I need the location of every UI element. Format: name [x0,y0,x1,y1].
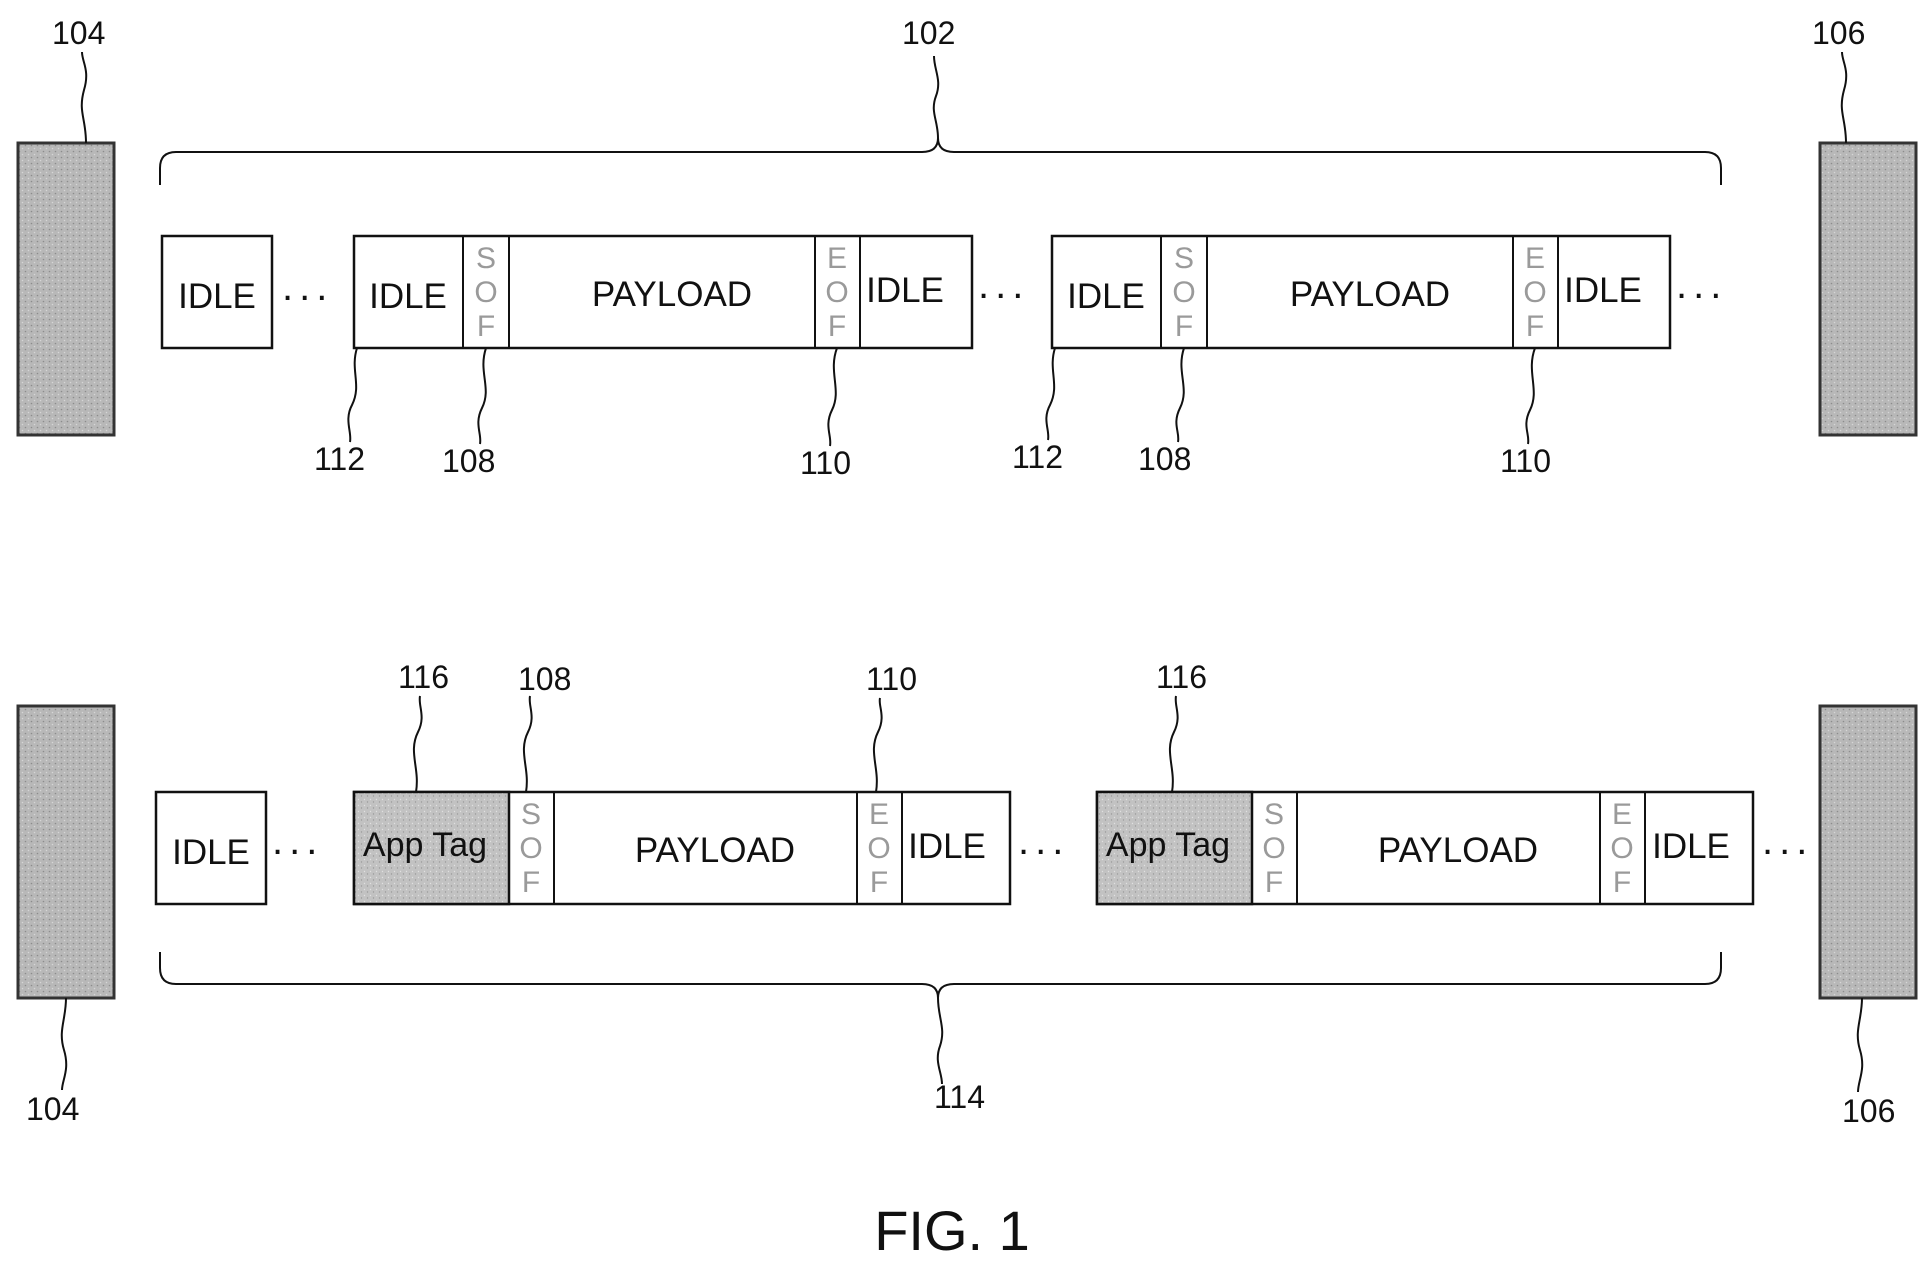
ellipsis-top-1: ... [282,265,333,309]
sof-letter-o-top-1: O [474,276,497,309]
sof-letter-o-bottom-2: O [1262,832,1285,865]
eof-letter-o-bottom-2: O [1610,832,1633,865]
leader-104-top [82,52,86,143]
leader-112-top-1 [348,348,357,442]
apptag-label-bottom-1: App Tag [363,826,487,864]
idle-label-pre-top-1: IDLE [369,277,447,316]
ref-108-top-1: 108 [442,443,495,479]
idle-label-pre-top-2: IDLE [1067,277,1145,316]
device-106-bottom: 106 [1820,706,1916,1129]
ref-112-top-1: 112 [314,441,365,477]
ellipsis-bottom-1: ... [272,819,323,863]
leader-108-top-2 [1176,348,1184,442]
leader-110-bottom-1 [874,698,882,792]
payload-label-bottom-2: PAYLOAD [1378,831,1538,870]
ref-108-bottom-1: 108 [518,661,571,697]
sof-letter-o-top-2: O [1172,276,1195,309]
sof-letter-f-top-1: F [477,310,495,343]
leader-108-top-1 [478,348,486,444]
brace-102 [160,138,1721,185]
idle-label-post-top-2: IDLE [1564,271,1642,310]
eof-letter-o-top-1: O [825,276,848,309]
sof-letter-f-top-2: F [1175,310,1193,343]
sof-letter-f-bottom-2: F [1265,866,1283,899]
payload-label-top-2: PAYLOAD [1290,275,1450,314]
frame-bottom-2: App Tag S O F PAYLOAD E O F IDLE [1097,792,1753,904]
eof-letter-e-top-2: E [1525,242,1545,275]
leader-108-bottom-1 [524,696,532,792]
ref-110-top-2: 110 [1500,443,1551,479]
eof-letter-f-bottom-2: F [1613,866,1631,899]
stream-114: IDLE ... App Tag S O F PAYLOAD E O F IDL… [156,659,1813,1115]
sof-letter-o-bottom-1: O [519,832,542,865]
frame-bottom-1: App Tag S O F PAYLOAD E O F IDLE [354,792,1010,904]
sof-letter-s-bottom-2: S [1264,798,1284,831]
device-104-top: 104 [18,15,114,435]
device-106-top: 106 [1812,15,1916,435]
stream-102: 102 IDLE ... IDLE S O F PAYLOAD E O F ID… [160,15,1727,481]
leader-114 [938,998,942,1084]
leader-106-top [1842,52,1846,143]
figure-caption: FIG. 1 [874,1199,1030,1262]
eof-letter-o-top-2: O [1523,276,1546,309]
device-104-bottom: 104 [18,706,114,1127]
idle-block-initial-bottom: IDLE [156,792,266,904]
frame-top-1: IDLE S O F PAYLOAD E O F IDLE [354,236,972,348]
ref-102: 102 [902,15,955,51]
ellipsis-bottom-3: ... [1762,819,1813,863]
svg-text:IDLE: IDLE [178,277,256,316]
leader-102 [934,56,938,138]
payload-label-top-1: PAYLOAD [592,275,752,314]
eof-letter-e-bottom-1: E [869,798,889,831]
ellipsis-top-3: ... [1676,263,1727,307]
ref-108-top-2: 108 [1138,441,1191,477]
leader-116-bottom-1 [414,696,422,792]
ref-104-top: 104 [52,15,105,51]
eof-letter-e-bottom-2: E [1612,798,1632,831]
sof-letter-s-top-1: S [476,242,496,275]
leader-104-bottom [62,998,66,1090]
leader-116-bottom-2 [1170,696,1178,792]
eof-letter-f-top-1: F [828,310,846,343]
sof-letter-s-bottom-1: S [521,798,541,831]
ref-106-bottom: 106 [1842,1093,1895,1129]
leader-110-top-1 [828,348,837,446]
payload-label-bottom-1: PAYLOAD [635,831,795,870]
svg-text:IDLE: IDLE [172,833,250,872]
brace-114 [160,952,1721,998]
ref-110-bottom-1: 110 [866,661,917,697]
ellipsis-bottom-2: ... [1018,819,1069,863]
ref-116-bottom-2: 116 [1156,659,1207,695]
ref-104-bottom: 104 [26,1091,79,1127]
ref-110-top-1: 110 [800,445,851,481]
idle-label-post-top-1: IDLE [866,271,944,310]
leader-106-bottom [1858,998,1862,1092]
leader-110-top-2 [1526,348,1535,444]
eof-letter-e-top-1: E [827,242,847,275]
idle-label-post-bottom-1: IDLE [908,827,986,866]
apptag-label-bottom-2: App Tag [1106,826,1230,864]
eof-letter-o-bottom-1: O [867,832,890,865]
ref-116-bottom-1: 116 [398,659,449,695]
idle-label-post-bottom-2: IDLE [1652,827,1730,866]
eof-letter-f-bottom-1: F [870,866,888,899]
frame-top-2: IDLE S O F PAYLOAD E O F IDLE [1052,236,1670,348]
leader-112-top-2 [1046,348,1055,440]
eof-letter-f-top-2: F [1526,310,1544,343]
ref-106-top: 106 [1812,15,1865,51]
sof-letter-s-top-2: S [1174,242,1194,275]
ref-114: 114 [934,1079,985,1115]
ellipsis-top-2: ... [978,263,1029,307]
idle-block-initial-top: IDLE [162,236,272,348]
sof-letter-f-bottom-1: F [522,866,540,899]
ref-112-top-2: 112 [1012,439,1063,475]
